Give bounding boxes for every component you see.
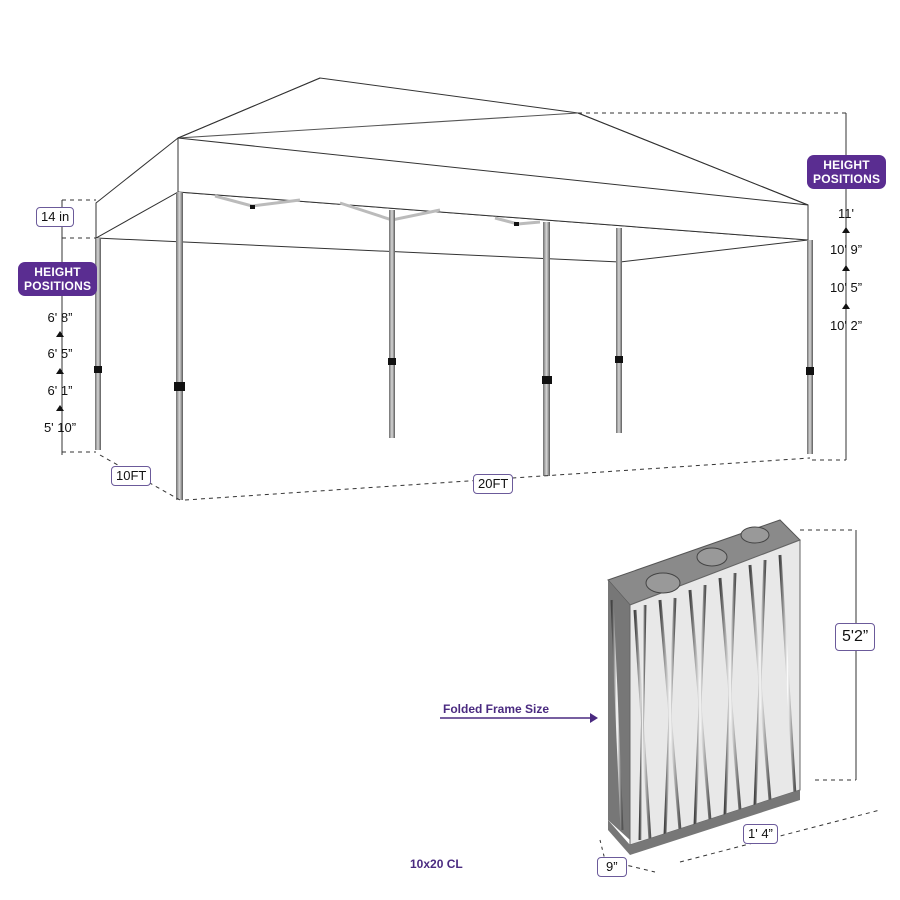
width-label: 10FT: [111, 466, 152, 486]
badge-line-2: POSITIONS: [24, 279, 92, 293]
canopy-roof: [95, 77, 809, 263]
total-height-position-4: 10' 2”: [829, 318, 863, 333]
up-arrow-icon: [842, 303, 850, 309]
total-height-position-2: 10' 9”: [829, 242, 863, 257]
eave-height-position-1: 6' 8”: [47, 310, 73, 325]
total-height-positions-badge: HEIGHT POSITIONS: [807, 155, 887, 189]
up-arrow-icon: [842, 227, 850, 233]
up-arrow-icon: [842, 265, 850, 271]
badge-line-2: POSITIONS: [813, 172, 881, 186]
folded-length-label: 1' 4”: [743, 824, 778, 844]
up-arrow-icon: [56, 331, 64, 337]
eave-height-position-2: 6' 5”: [47, 346, 73, 361]
model-name: 10x20 CL: [410, 857, 463, 871]
folded-depth-label: 9”: [597, 857, 627, 877]
peak-height-label: 14 in: [36, 207, 75, 227]
folded-height-label: 5'2”: [835, 623, 876, 651]
badge-line-1: HEIGHT: [823, 158, 870, 172]
total-height-position-1: 11': [838, 206, 854, 221]
length-label: 20FT: [473, 474, 514, 494]
tent-legs: [94, 192, 814, 500]
total-height-position-3: 10' 5”: [829, 280, 863, 295]
folded-frame: [607, 519, 801, 855]
up-arrow-icon: [56, 368, 64, 374]
eave-height-positions-badge: HEIGHT POSITIONS: [18, 262, 98, 296]
eave-height-position-3: 6' 1”: [47, 383, 73, 398]
folded-frame-label: Folded Frame Size: [443, 702, 550, 716]
eave-height-position-4: 5' 10”: [43, 420, 77, 435]
badge-line-1: HEIGHT: [34, 265, 81, 279]
up-arrow-icon: [56, 405, 64, 411]
